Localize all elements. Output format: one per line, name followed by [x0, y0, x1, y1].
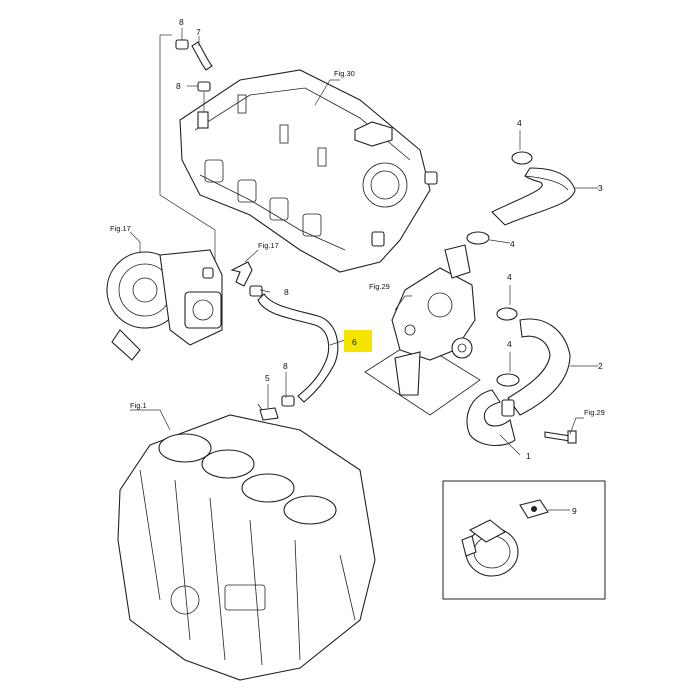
- fig-ref-29-bolt: Fig.29: [584, 408, 605, 417]
- label-part-8-lower: 8: [283, 361, 288, 371]
- hose-2: [496, 307, 571, 416]
- fig-ref-29-pump: Fig.29: [369, 282, 390, 291]
- leader-head-bracket: [159, 35, 216, 268]
- label-part-4-lower: 4: [507, 339, 512, 349]
- label-part-5: 5: [265, 373, 270, 383]
- fig-ref-17-elbow: Fig.17: [258, 241, 279, 250]
- label-part-4-mid: 4: [510, 239, 515, 249]
- water-pump: [364, 244, 481, 416]
- inset-box: [442, 480, 606, 600]
- label-part-7: 7: [196, 27, 201, 37]
- label-part-2: 2: [598, 361, 603, 371]
- elbow-fitting: [230, 261, 253, 287]
- fig-ref-17-turbo: Fig.17: [110, 224, 131, 233]
- label-part-4-right: 4: [507, 272, 512, 282]
- cylinder-head: [179, 69, 438, 273]
- hose-1: [466, 373, 520, 446]
- fig-ref-30: Fig.30: [334, 69, 355, 78]
- highlight-marker: [344, 330, 372, 352]
- fig-ref-1: Fig.1: [130, 401, 147, 410]
- label-part-3: 3: [598, 183, 603, 193]
- label-part-8-top: 8: [179, 17, 184, 27]
- cylinder-block: [117, 414, 376, 681]
- turbocharger: [106, 249, 223, 361]
- label-part-9: 9: [572, 506, 577, 516]
- label-part-6: 6: [352, 337, 357, 347]
- label-part-8-hose: 8: [284, 287, 289, 297]
- hose-3: [466, 151, 576, 245]
- hose-6: [249, 285, 339, 407]
- hose-7: [175, 39, 213, 92]
- label-part-8-upper: 8: [176, 81, 181, 91]
- bolt: [544, 430, 577, 444]
- label-part-1: 1: [526, 451, 531, 461]
- leader-lines: [129, 79, 598, 511]
- fitting-5: [257, 403, 279, 421]
- label-part-4-top: 4: [517, 118, 522, 128]
